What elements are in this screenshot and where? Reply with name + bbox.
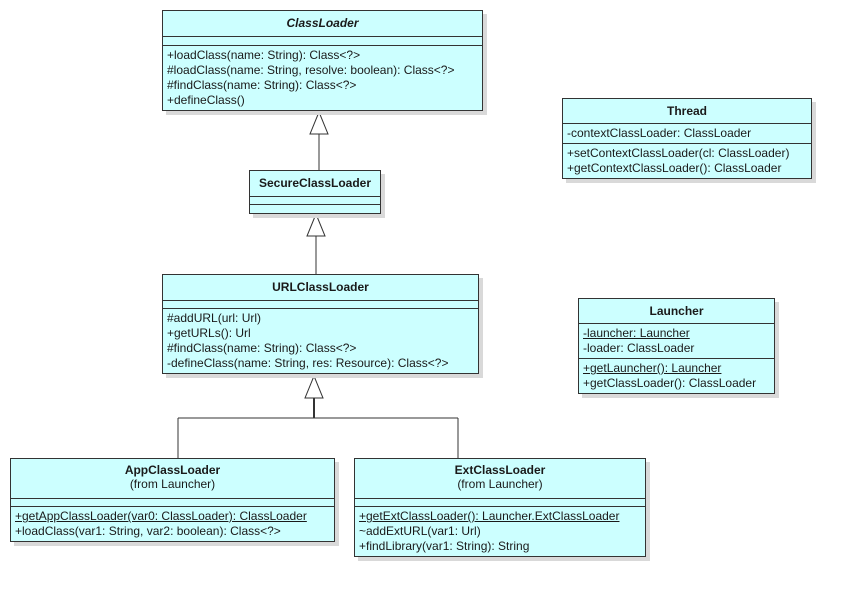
class-launcher[interactable]: Launcher -launcher: Launcher -loader: Cl…	[578, 298, 775, 394]
class-header: Thread	[563, 99, 811, 124]
attributes-compartment: -contextClassLoader: ClassLoader	[563, 124, 811, 144]
class-name: URLClassLoader	[272, 280, 369, 294]
method: +getLauncher(): Launcher	[583, 361, 722, 375]
methods-compartment: +getAppClassLoader(var0: ClassLoader): C…	[11, 507, 334, 541]
method: #findClass(name: String): Class<?>	[167, 78, 357, 92]
methods-compartment: +getLauncher(): Launcher +getClassLoader…	[579, 359, 774, 393]
class-app-classloader[interactable]: AppClassLoader (from Launcher) +getAppCl…	[10, 458, 335, 542]
method: ~addExtURL(var1: Url)	[359, 524, 481, 538]
method: +getURLs(): Url	[167, 326, 251, 340]
class-thread[interactable]: Thread -contextClassLoader: ClassLoader …	[562, 98, 812, 179]
attributes-compartment	[355, 499, 645, 507]
method: +defineClass()	[167, 93, 245, 107]
class-header: Launcher	[579, 299, 774, 324]
class-name: Launcher	[649, 304, 704, 318]
class-origin: (from Launcher)	[457, 477, 543, 491]
method: #loadClass(name: String, resolve: boolea…	[167, 63, 455, 77]
class-name: SecureClassLoader	[258, 176, 372, 190]
method: -defineClass(name: String, res: Resource…	[167, 356, 449, 370]
class-name: ClassLoader	[286, 16, 359, 30]
generalization-arrowhead-url	[304, 374, 324, 399]
generalization-arrowhead-classloader	[309, 110, 329, 135]
attributes-compartment	[163, 301, 478, 309]
method: +getAppClassLoader(var0: ClassLoader): C…	[15, 509, 307, 523]
methods-compartment	[250, 205, 380, 213]
method: #addURL(url: Url)	[167, 311, 262, 325]
methods-compartment: +loadClass(name: String): Class<?> #load…	[163, 46, 482, 110]
methods-compartment: +getExtClassLoader(): Launcher.ExtClassL…	[355, 507, 645, 556]
class-header: URLClassLoader	[163, 275, 478, 301]
method: +loadClass(name: String): Class<?>	[167, 48, 361, 62]
class-url-classloader[interactable]: URLClassLoader #addURL(url: Url) +getURL…	[162, 274, 479, 374]
attributes-compartment	[163, 37, 482, 46]
class-name: AppClassLoader	[124, 463, 221, 477]
method: +findLibrary(var1: String): String	[359, 539, 530, 553]
class-name: Thread	[666, 104, 707, 118]
method: +getExtClassLoader(): Launcher.ExtClassL…	[359, 509, 620, 523]
class-classloader[interactable]: ClassLoader +loadClass(name: String): Cl…	[162, 10, 483, 111]
method: +getClassLoader(): ClassLoader	[583, 376, 757, 390]
method: #findClass(name: String): Class<?>	[167, 341, 357, 355]
class-header: SecureClassLoader	[250, 171, 380, 197]
attributes-compartment	[11, 499, 334, 507]
class-ext-classloader[interactable]: ExtClassLoader (from Launcher) +getExtCl…	[354, 458, 646, 557]
class-origin: (from Launcher)	[129, 477, 216, 491]
methods-compartment: +setContextClassLoader(cl: ClassLoader) …	[563, 144, 811, 178]
class-secure-classloader[interactable]: SecureClassLoader	[249, 170, 381, 214]
attribute: -launcher: Launcher	[583, 326, 690, 340]
method: +setContextClassLoader(cl: ClassLoader)	[567, 146, 790, 160]
class-name: ExtClassLoader	[454, 463, 546, 477]
class-header: AppClassLoader (from Launcher)	[11, 459, 334, 499]
method: +getContextClassLoader(): ClassLoader	[567, 161, 782, 175]
attribute: -contextClassLoader: ClassLoader	[567, 126, 752, 140]
class-header: ClassLoader	[163, 11, 482, 37]
attributes-compartment	[250, 197, 380, 205]
class-header: ExtClassLoader (from Launcher)	[355, 459, 645, 499]
methods-compartment: #addURL(url: Url) +getURLs(): Url #findC…	[163, 309, 478, 373]
generalization-arrowhead-secure	[306, 212, 326, 237]
method: +loadClass(var1: String, var2: boolean):…	[15, 524, 281, 538]
attribute: -loader: ClassLoader	[583, 341, 695, 355]
attributes-compartment: -launcher: Launcher -loader: ClassLoader	[579, 324, 774, 359]
